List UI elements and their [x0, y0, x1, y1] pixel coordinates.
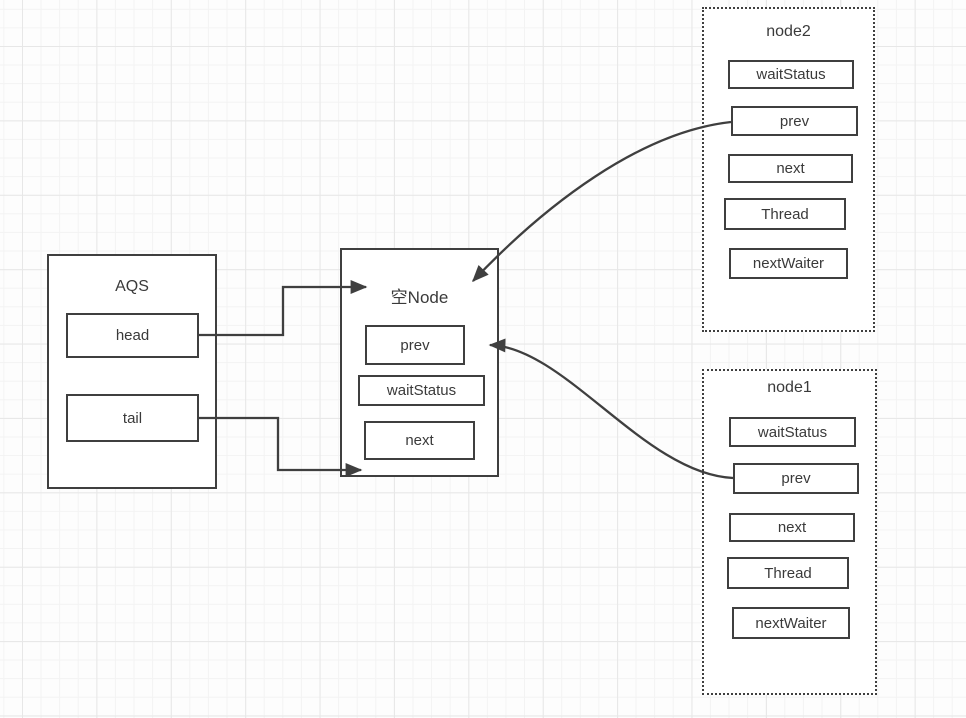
node2-field-thread: Thread [724, 198, 846, 230]
node2-title: node2 [766, 23, 811, 40]
node2-field-prev: prev [731, 106, 858, 136]
connector-tail-to-empty-node [199, 416, 363, 477]
empty-node-box: 空Node prev waitStatus next [340, 248, 499, 477]
aqs-field-tail: tail [66, 394, 199, 442]
aqs-field-head: head [66, 313, 199, 358]
node2-field-waitstatus: waitStatus [728, 60, 854, 89]
aqs-title: AQS [115, 278, 149, 295]
connector-node2-prev-to-empty-node [472, 120, 732, 283]
node1-field-waitstatus: waitStatus [729, 417, 856, 447]
empty-node-title: 空Node [390, 288, 449, 307]
node2-box: node2 waitStatus prev next Thread nextWa… [702, 7, 875, 332]
connector-node1-prev-to-empty-node [488, 338, 734, 480]
node2-field-nextwaiter: nextWaiter [729, 248, 848, 279]
node1-field-thread: Thread [727, 557, 849, 589]
node1-box: node1 waitStatus prev next Thread nextWa… [702, 369, 877, 695]
empty-node-field-prev: prev [365, 325, 465, 365]
node2-field-next: next [728, 154, 853, 183]
empty-node-field-next: next [364, 421, 475, 460]
node1-field-prev: prev [733, 463, 859, 494]
aqs-box: AQS head tail [47, 254, 217, 489]
empty-node-field-waitstatus: waitStatus [358, 375, 485, 406]
node1-field-next: next [729, 513, 855, 542]
node1-field-nextwaiter: nextWaiter [732, 607, 850, 639]
node1-title: node1 [767, 379, 812, 396]
